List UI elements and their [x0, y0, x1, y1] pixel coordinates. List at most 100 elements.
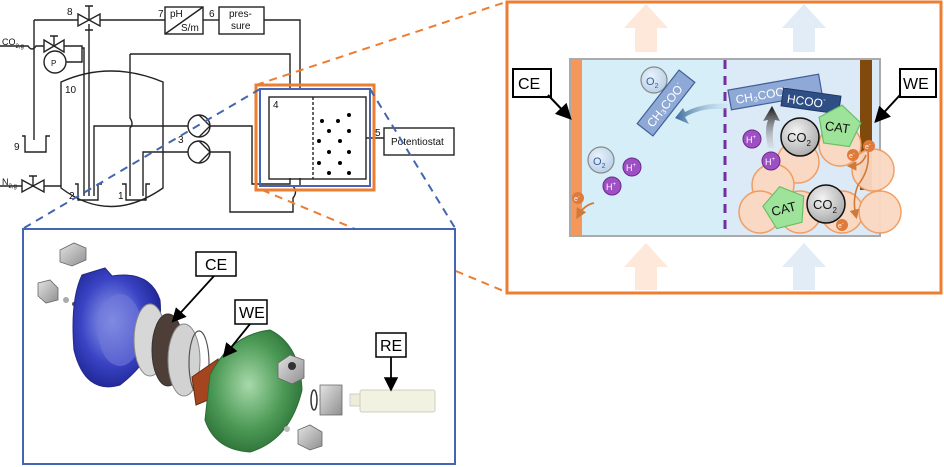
proton-label: H+: [746, 135, 757, 145]
arrow-we: [222, 323, 251, 358]
acetate-crossover-arrow: [675, 103, 728, 124]
proton-cathode-1: [742, 129, 762, 149]
fitting-bottom-nut: [284, 426, 290, 432]
co2-molecule-upper: [780, 117, 820, 157]
proton-label: H+: [765, 157, 776, 167]
schematic-labels: 8 7 6 pH S/m pres- sure CO2,g P 10 9 N2,…: [2, 7, 444, 202]
arrow-mech-we: [874, 94, 901, 123]
pressure-sensor-box: [218, 6, 265, 35]
proton-cathode-2: [761, 151, 781, 171]
pipe-pump1: [93, 125, 188, 196]
label-box-ce: [195, 251, 237, 277]
proton-label: H+: [606, 182, 617, 192]
pipe-co2-feed: [82, 47, 85, 196]
label-2: 2: [69, 191, 75, 202]
proton-anode-2: [602, 176, 622, 196]
exploded-re-label: RE: [380, 338, 402, 355]
valve-n2-stem: [29, 175, 37, 186]
proton-label: H+: [626, 163, 637, 173]
fitting-nut: [63, 297, 69, 303]
vessel-9: [22, 135, 50, 153]
label-box-re: [375, 332, 407, 358]
pressure-gauge-icon: [43, 50, 67, 74]
label-3: 3: [178, 135, 184, 146]
electron-label: e-: [574, 194, 580, 203]
valve-8-icon: [77, 12, 101, 28]
co2-inlet-label: CO2,g: [2, 37, 24, 50]
flow-arrow-anolyte-in: [624, 243, 668, 290]
anode-chamber: [98, 294, 142, 366]
fitting-left: [37, 279, 59, 304]
acetate-anode-box: [636, 69, 696, 137]
ce-electrode-bar: [571, 60, 582, 235]
fitting-top: [59, 242, 87, 267]
electron-label: e-: [865, 142, 871, 151]
valve-n2-icon: [21, 178, 45, 194]
acetate-cathode-box: [727, 73, 823, 111]
potentiostat-box: [383, 127, 455, 156]
product-release-arrow: [763, 106, 780, 148]
flow-arrows: [624, 4, 826, 290]
pipe-pump2: [142, 151, 188, 196]
flow-arrow-anolyte-out: [624, 4, 668, 52]
fitting-bore: [288, 362, 296, 370]
co2-label-lower: CO2: [813, 197, 838, 215]
electron-label: e-: [838, 221, 844, 230]
pipe-pressure-cell: [264, 19, 301, 88]
co2-label-upper: CO2: [787, 130, 812, 148]
catalyst-lower: CAT: [762, 185, 805, 230]
re-adapter: [319, 384, 343, 416]
reference-electrode: [359, 389, 436, 413]
electron-cathode-2: [847, 149, 859, 161]
label-8: 8: [67, 7, 73, 18]
formate: HCOO-: [780, 87, 842, 115]
electron-cathode-3: [836, 219, 848, 231]
valve-co2-icon: [43, 38, 65, 54]
connector-blue-right: [369, 88, 456, 229]
pipe-recirc-down: [129, 54, 133, 196]
electron-anode: [572, 192, 584, 204]
catalyst-lower-label: CAT: [770, 199, 798, 220]
catalyst-upper-label: CAT: [824, 118, 851, 136]
electron-flow-anode: [576, 202, 595, 220]
valve-8-stem: [85, 5, 93, 31]
label-4: 4: [273, 100, 279, 111]
label-6: 6: [209, 9, 215, 20]
flow-arrow-catholyte-in: [782, 243, 826, 290]
catalyst-upper-shape: [818, 104, 862, 148]
exploded-ce-label: CE: [205, 257, 227, 274]
cathode-half-cell: [204, 329, 303, 453]
electron-cathode-1: [863, 140, 875, 152]
o2-label-lower: O2: [593, 156, 606, 170]
mechanism-we-label: WE: [903, 76, 929, 93]
connector-orange-top: [255, 1, 507, 86]
acetate-cathode: CH₃COO-: [727, 73, 823, 111]
vessel-1: [122, 183, 150, 201]
arrow-ce: [171, 275, 215, 323]
o2-label-upper: O2: [646, 76, 659, 90]
label-9: 9: [14, 142, 20, 153]
mech-label-box-we: [899, 68, 937, 98]
process-schematic: [0, 5, 455, 213]
re-tip: [349, 393, 361, 407]
cell-highlight-orange: [254, 83, 376, 192]
n2-inlet-label: N2,g: [2, 177, 17, 190]
label-box-we: [234, 299, 268, 325]
label-7: 7: [158, 9, 164, 20]
ph-meter-box: [164, 6, 204, 35]
exploded-we-label: WE: [239, 305, 265, 322]
label-5: 5: [375, 128, 381, 139]
valve-co2-stem: [50, 35, 58, 46]
catalyst-upper: CAT: [818, 104, 862, 148]
flow-arrow-catholyte-out: [782, 4, 826, 52]
electron-label: e-: [849, 151, 855, 160]
pipe-recirc-top: [130, 53, 291, 88]
pump-upper-arrow: [198, 114, 211, 138]
co2-molecule-lower: [806, 184, 846, 224]
fitting-bottom: [297, 424, 323, 451]
exploded-labels: CE WE RE: [171, 251, 407, 392]
reactor-vessel: [60, 70, 164, 208]
potentiostat-label: Potentiostat: [391, 137, 444, 148]
pump-lower-icon: [187, 140, 211, 164]
pipe-co2-inlet: [0, 45, 44, 50]
